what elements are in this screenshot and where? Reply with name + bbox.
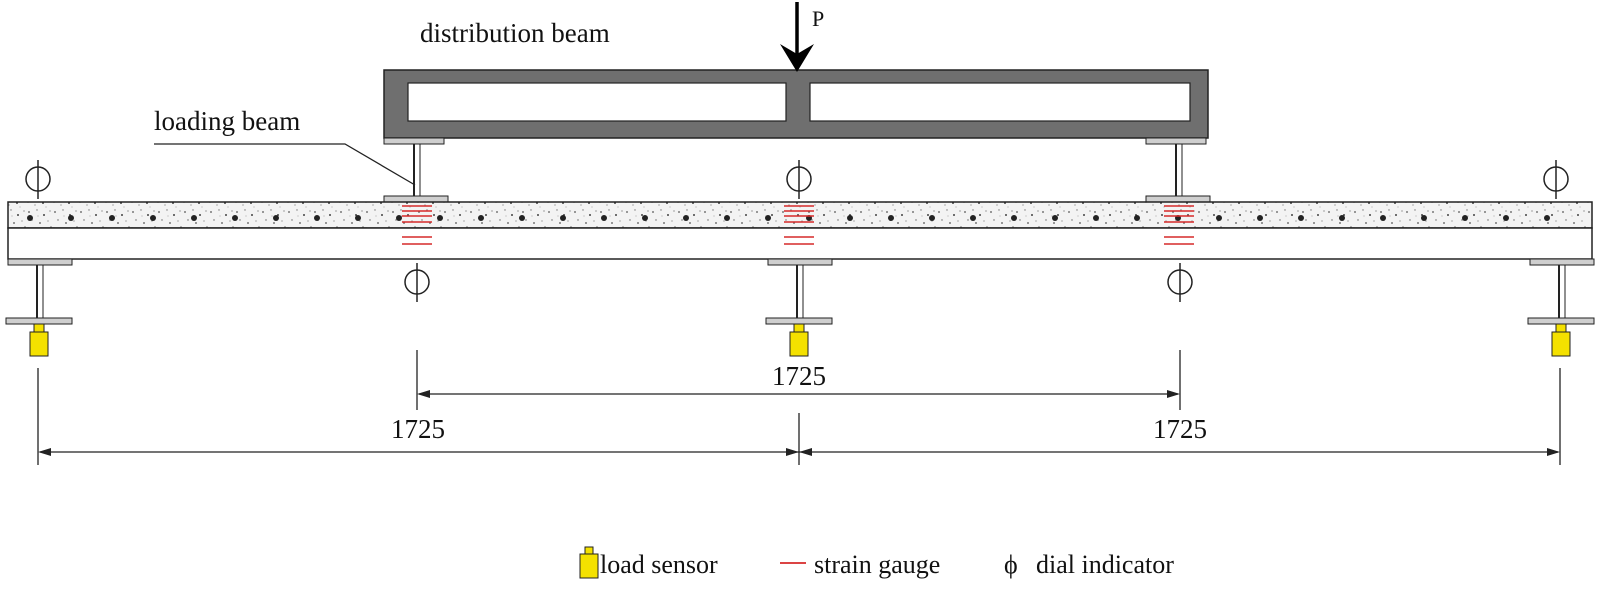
rebar-dot: [232, 215, 238, 221]
rebar-dot: [437, 215, 443, 221]
rebar-dot: [150, 215, 156, 221]
dial-indicator-bottom-left: [404, 263, 430, 302]
rebar-dot: [273, 215, 279, 221]
composite-beam: [7, 201, 1593, 260]
support-right: [1527, 258, 1595, 325]
rebar-dot: [601, 215, 607, 221]
rebar-dot: [1298, 215, 1304, 221]
rebar-dot: [683, 215, 689, 221]
load-label: P: [812, 6, 824, 31]
distribution-beam-cell-left: [407, 82, 787, 122]
distribution-beam-cell-right: [809, 82, 1191, 122]
strain-gauge-right: [1164, 205, 1194, 245]
rebar-dot: [847, 215, 853, 221]
rebar-dot: [1257, 215, 1263, 221]
rebar-dot: [765, 215, 771, 221]
dimension-left-span: 1725: [391, 414, 445, 444]
rebar-dot: [191, 215, 197, 221]
load-arrow: [780, 2, 814, 72]
rebar-dot: [478, 215, 484, 221]
distribution-beam-label: distribution beam: [420, 18, 610, 48]
legend-load-sensor-label: load sensor: [600, 550, 718, 579]
distribution-beam: [383, 69, 1209, 139]
rebar-dot: [1134, 215, 1140, 221]
dimension-arrowheads: [38, 390, 1560, 456]
dial-indicator-bottom-right: [1167, 263, 1193, 302]
loading-beam-left: [383, 137, 449, 203]
legend-strain-gauge-label: strain gauge: [814, 550, 940, 579]
rebar-dot: [1462, 215, 1468, 221]
load-sensor-right: [1551, 323, 1571, 357]
rebar-dot: [560, 215, 566, 221]
rebar-dot: [1339, 215, 1345, 221]
rebar-dot: [1380, 215, 1386, 221]
rebar-dot: [396, 215, 402, 221]
rebar-dot: [1216, 215, 1222, 221]
rebar-dot: [642, 215, 648, 221]
strain-gauge-left: [402, 205, 432, 245]
rebar-dot: [1093, 215, 1099, 221]
rebar-dot: [519, 215, 525, 221]
rebar-dot: [1421, 215, 1427, 221]
support-mid: [765, 258, 833, 325]
support-left: [5, 258, 73, 325]
rebar-dot: [970, 215, 976, 221]
rebar-dot: [68, 215, 74, 221]
legend-dial-indicator-icon: ϕ: [1004, 550, 1018, 579]
loading-beam-leader-line: [154, 143, 416, 186]
rebar-dot: [109, 215, 115, 221]
rebar-dot: [1544, 215, 1550, 221]
rebar-dot: [888, 215, 894, 221]
dimension-loading-span: 1725: [772, 361, 826, 391]
legend-dial-indicator-label: dial indicator: [1036, 550, 1174, 579]
rebar-dot: [1503, 215, 1509, 221]
legend: load sensor strain gauge ϕ dial indicato…: [579, 546, 1174, 579]
rebar-dot: [355, 215, 361, 221]
rebar-dot: [929, 215, 935, 221]
rebar-dot: [27, 215, 33, 221]
dial-indicator-top-right: [1543, 160, 1569, 199]
dial-indicator-top-left: [25, 160, 51, 199]
rebar-dot: [1052, 215, 1058, 221]
loading-beam-right: [1145, 137, 1211, 203]
rebar-dot: [724, 215, 730, 221]
loading-beam-label: loading beam: [154, 106, 300, 136]
legend-load-sensor-icon: [579, 546, 599, 579]
rebar-dot: [1011, 215, 1017, 221]
strain-gauge-mid: [784, 205, 814, 245]
dial-indicator-top-mid: [786, 160, 812, 199]
load-sensor-mid: [789, 323, 809, 357]
rebar-dot: [314, 215, 320, 221]
dimension-right-span: 1725: [1153, 414, 1207, 444]
load-sensor-left: [29, 323, 49, 357]
